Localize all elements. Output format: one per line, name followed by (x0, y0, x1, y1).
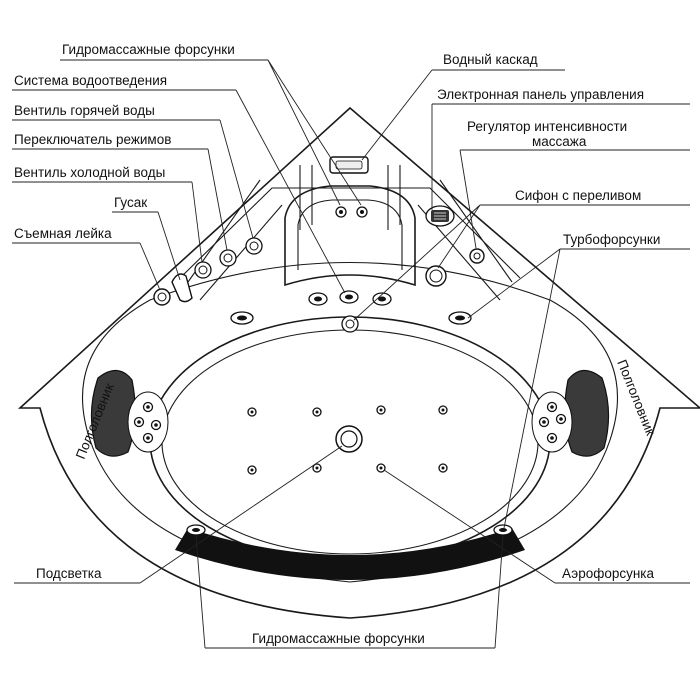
label-intensity-1: Регулятор интенсивности (467, 119, 627, 134)
deck-left-panel (187, 179, 283, 301)
label-spout: Гусак (114, 195, 147, 210)
tub-outer-shell (17, 106, 700, 619)
cascade-post-right (387, 165, 401, 230)
backrest-jets (335, 206, 368, 218)
label-hydro-bottom: Гидромассажные форсунки (252, 631, 425, 646)
side-jets-right (531, 391, 573, 453)
label-pillow-right: Полголовник (614, 358, 658, 438)
cascade-post-left (299, 165, 313, 230)
label-shower: Съемная лейка (14, 226, 112, 241)
hydro-jets-row (308, 290, 392, 333)
deck-valves (194, 237, 263, 279)
label-intensity-2: массажа (532, 134, 587, 149)
backrest-inner (297, 199, 403, 270)
label-panel: Электронная панель управления (437, 87, 644, 102)
label-hydro-top: Гидромассажные форсунки (62, 42, 235, 57)
spout (171, 273, 193, 303)
aero-jets (247, 405, 448, 475)
label-light: Подсветка (36, 566, 102, 581)
control-panel (425, 205, 455, 227)
light-band (175, 528, 525, 580)
label-aero: Аэрофорсунка (562, 566, 654, 581)
turbo-jets (230, 311, 472, 325)
shower-head (153, 288, 171, 306)
intensity-knob (469, 248, 485, 264)
leader-lines (12, 59, 690, 649)
label-siphon: Сифон с переливом (515, 188, 641, 203)
label-mode-switch: Переключатель режимов (14, 132, 171, 147)
side-jets-left (127, 391, 169, 453)
pillow-left (90, 369, 136, 457)
tub-deck (179, 187, 521, 279)
bathtub-drawing (17, 106, 700, 619)
central-drain (335, 425, 363, 453)
label-hot-valve: Вентиль горячей воды (14, 103, 155, 118)
siphon-overflow (425, 265, 447, 287)
pillow-right (564, 369, 610, 457)
bowl-hydro-jets (186, 524, 513, 536)
backrest (284, 185, 416, 287)
label-turbo: Турбофорсунки (563, 232, 660, 247)
label-cascade: Водный каскад (443, 52, 538, 67)
label-cold-valve: Вентиль холодной воды (14, 165, 165, 180)
label-drain: Система водоотведения (14, 73, 167, 88)
